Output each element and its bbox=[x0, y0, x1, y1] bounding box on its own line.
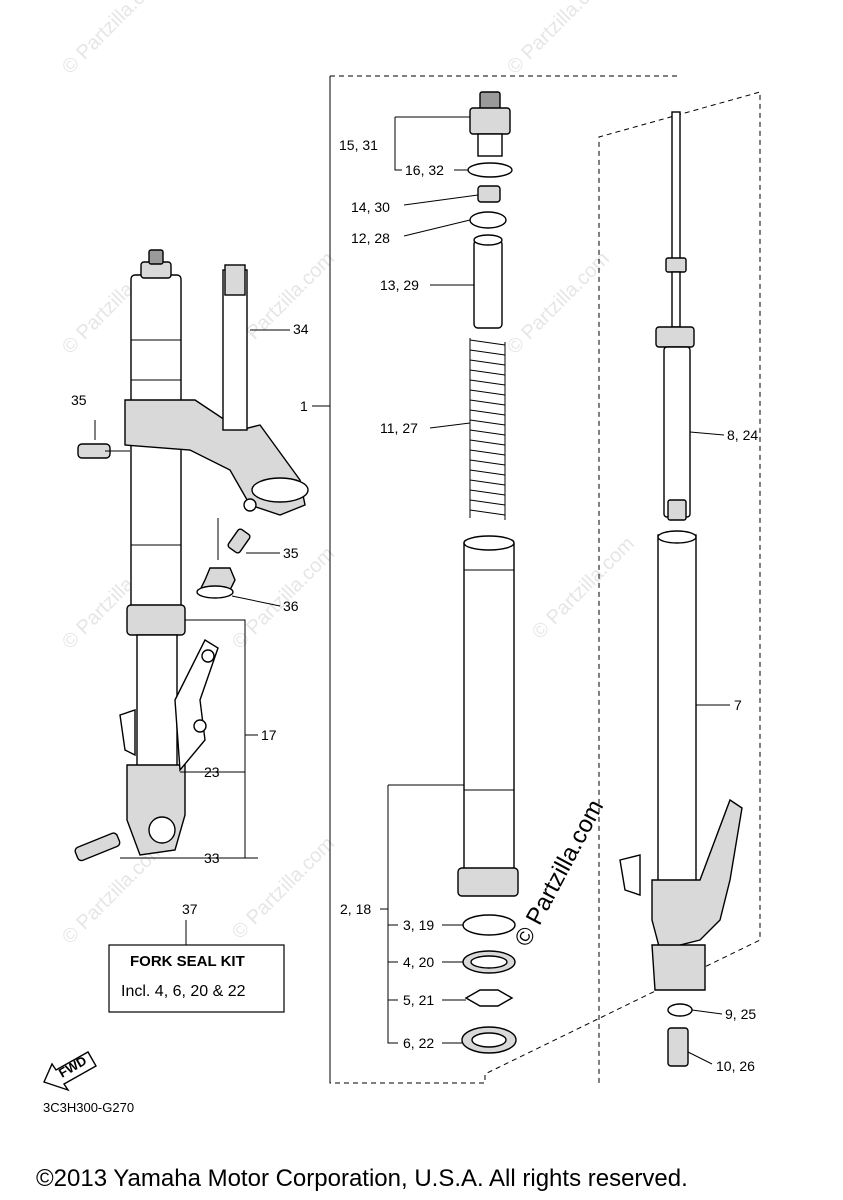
watermark: © Partzilla.com bbox=[58, 0, 169, 79]
callout-labels: 15, 31 16, 32 14, 30 12, 28 13, 29 1 11,… bbox=[71, 137, 758, 1074]
callout-17: 17 bbox=[261, 727, 277, 743]
callout-36: 36 bbox=[283, 598, 299, 614]
callout-4-20: 4, 20 bbox=[403, 954, 434, 970]
leader-line bbox=[387, 784, 464, 1044]
watermark: © Partzilla.com bbox=[58, 838, 169, 949]
kit-body: Incl. 4, 6, 20 & 22 bbox=[121, 983, 246, 1000]
callout-35-left: 35 bbox=[71, 392, 87, 408]
callout-5-21: 5, 21 bbox=[403, 992, 434, 1008]
callout-14-30: 14, 30 bbox=[351, 199, 390, 215]
callout-8-24: 8, 24 bbox=[727, 427, 758, 443]
callout-13-29: 13, 29 bbox=[380, 277, 419, 293]
watermark: © Partzilla.com bbox=[528, 533, 639, 644]
callout-16-32: 16, 32 bbox=[405, 162, 444, 178]
callout-1: 1 bbox=[300, 398, 308, 414]
callout-7: 7 bbox=[734, 697, 742, 713]
watermark: © Partzilla.com bbox=[503, 0, 614, 79]
leader-line bbox=[394, 117, 402, 171]
callout-2-18: 2, 18 bbox=[340, 901, 371, 917]
leader-line bbox=[120, 619, 246, 859]
assembly-outline bbox=[329, 75, 761, 1084]
leader-line bbox=[403, 194, 479, 206]
callout-23: 23 bbox=[204, 764, 220, 780]
callout-15-31: 15, 31 bbox=[339, 137, 378, 153]
callout-35-lower: 35 bbox=[283, 545, 299, 561]
inner-parts bbox=[619, 111, 743, 1067]
leader-line bbox=[94, 420, 130, 452]
center-watermark: © Partzilla.com bbox=[509, 795, 609, 950]
fwd-arrow-icon: FWD bbox=[43, 1051, 97, 1092]
leader-line bbox=[687, 1051, 713, 1065]
callout-12-28: 12, 28 bbox=[351, 230, 390, 246]
callout-34: 34 bbox=[293, 321, 309, 337]
callout-9-25: 9, 25 bbox=[725, 1006, 756, 1022]
leader-line bbox=[429, 422, 471, 429]
spring bbox=[469, 338, 506, 520]
callout-6-22: 6, 22 bbox=[403, 1035, 434, 1051]
internal-parts bbox=[457, 91, 519, 1054]
leader-line bbox=[691, 1009, 723, 1015]
leader-line bbox=[231, 595, 281, 607]
callout-3-19: 3, 19 bbox=[403, 917, 434, 933]
callout-10-26: 10, 26 bbox=[716, 1058, 755, 1074]
fork-assembly bbox=[74, 249, 309, 862]
kit-title: FORK SEAL KIT bbox=[130, 953, 245, 970]
callout-33: 33 bbox=[204, 850, 220, 866]
diagram-code: 3C3H300-G270 bbox=[43, 1100, 134, 1115]
watermark: © Partzilla.com bbox=[503, 248, 614, 359]
leader-line bbox=[403, 219, 471, 237]
callout-37: 37 bbox=[182, 901, 198, 917]
leader-line bbox=[217, 518, 280, 560]
leader-line bbox=[689, 431, 725, 436]
callout-11-27: 11, 27 bbox=[380, 420, 418, 436]
copyright: ©2013 Yamaha Motor Corporation, U.S.A. A… bbox=[36, 1165, 688, 1192]
fork-seal-kit-box: FORK SEAL KIT Incl. 4, 6, 20 & 22 bbox=[108, 920, 285, 1013]
